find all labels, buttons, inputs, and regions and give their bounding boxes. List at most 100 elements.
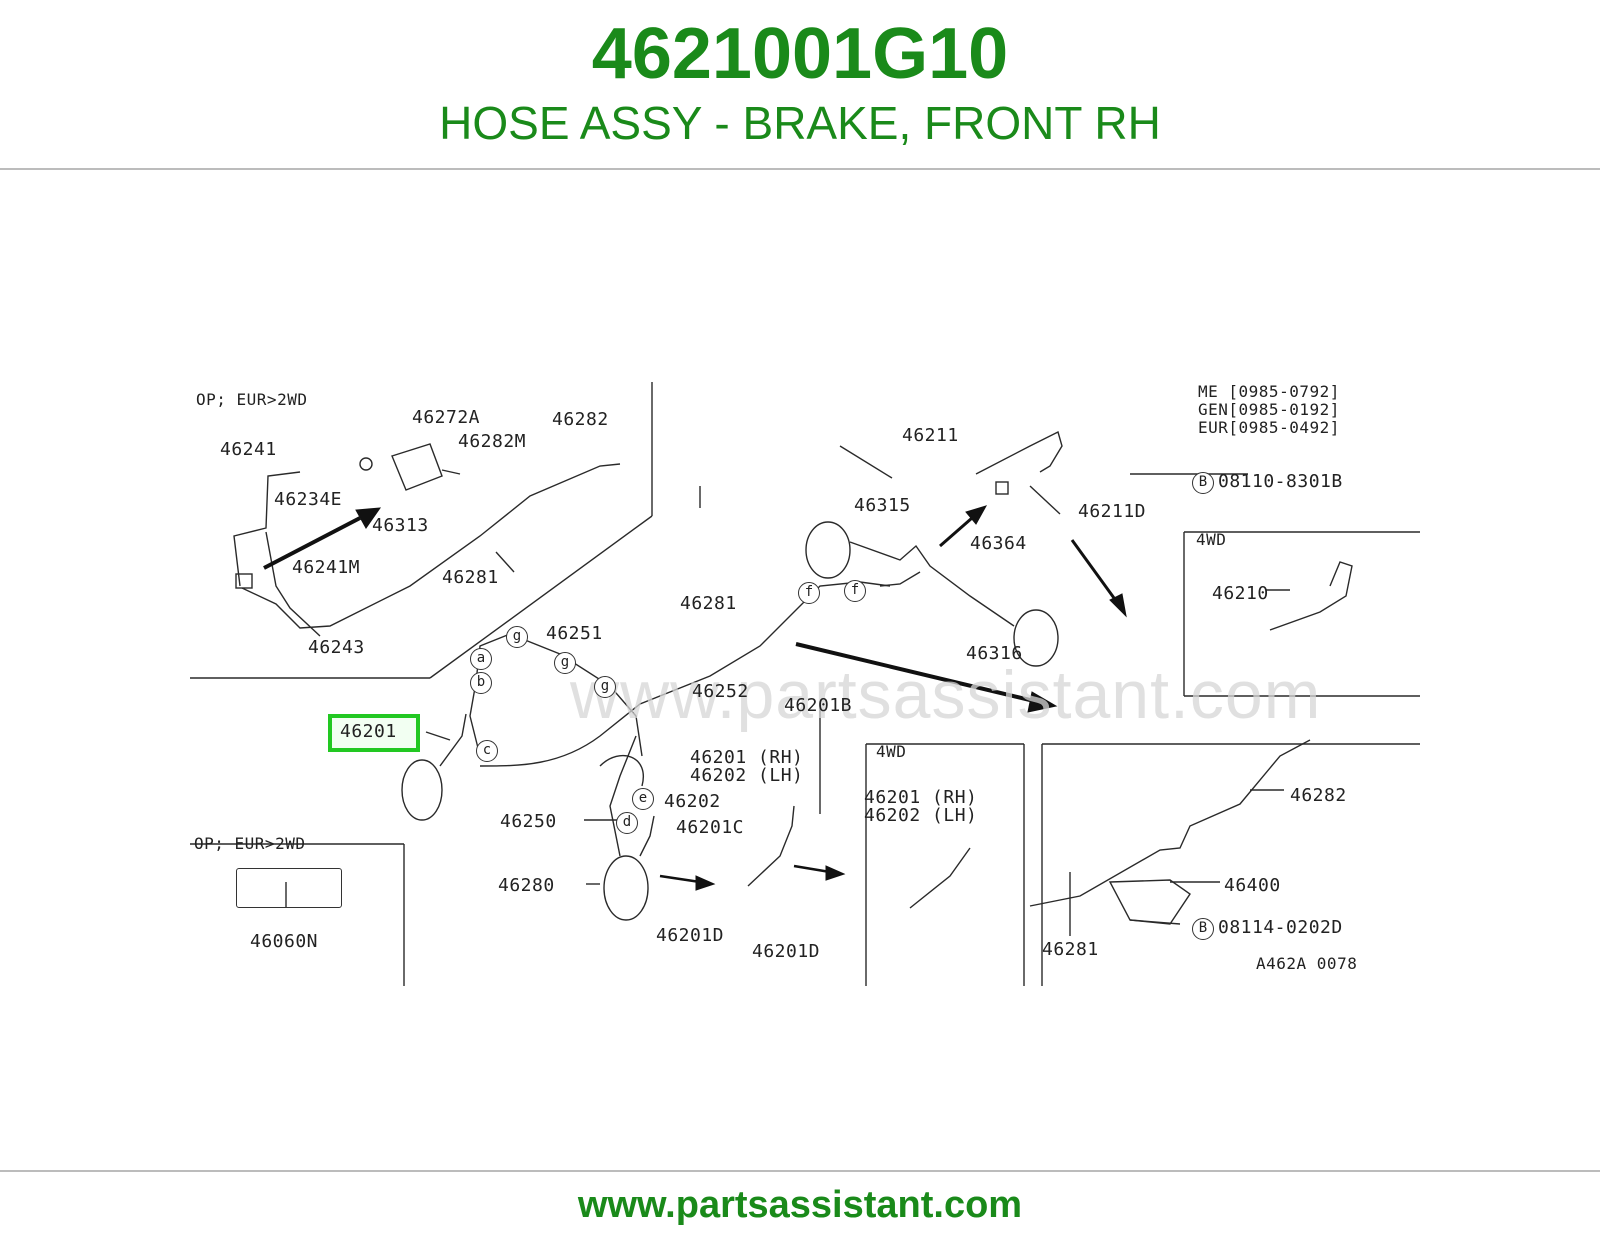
part-label: 46400 <box>1224 875 1281 896</box>
arrow-line <box>939 516 973 548</box>
leader-line <box>839 445 893 479</box>
part-label: 46250 <box>500 811 557 832</box>
brake-hose <box>747 805 795 887</box>
header-divider <box>0 168 1600 170</box>
part-label: 46201D <box>752 941 821 962</box>
brake-caliper <box>401 759 443 821</box>
part-label: 46060N <box>250 931 319 952</box>
inset-title: 4WD <box>1196 530 1227 549</box>
bolt-part <box>441 469 461 475</box>
arrow-line <box>795 642 1031 702</box>
clip-part <box>995 481 1009 495</box>
brake-tube <box>849 541 1015 627</box>
brake-caliper <box>603 855 649 921</box>
brake-hose <box>439 713 467 767</box>
fitting-part <box>235 573 253 589</box>
footer-website-link[interactable]: www.partsassistant.com <box>577 1184 1023 1226</box>
arrow-marks <box>263 505 1127 891</box>
part-label: 46202 (LH) <box>690 765 804 786</box>
bracket-part <box>391 443 443 491</box>
part-label: 46241M <box>292 557 361 578</box>
brake-tube <box>479 581 891 767</box>
circle-letter-marker: B <box>1192 472 1214 494</box>
part-label: 46201B <box>784 695 853 716</box>
brake-tube <box>879 571 921 587</box>
part-label: 46315 <box>854 495 911 516</box>
footer-divider <box>0 1170 1600 1172</box>
part-description: HOSE ASSY - BRAKE, FRONT RH <box>439 97 1161 149</box>
arrow-head <box>1109 593 1127 618</box>
part-label: 46281 <box>680 593 737 614</box>
arrow-head <box>825 865 846 881</box>
part-label: 46201 (RH) <box>690 747 804 768</box>
leader-line <box>495 551 515 573</box>
part-label: 46201C <box>676 817 745 838</box>
circle-letter-marker: g <box>594 676 616 698</box>
part-label: 46281 <box>442 567 499 588</box>
part-label: 46316 <box>966 643 1023 664</box>
part-label: 46272A <box>412 407 481 428</box>
part-label: 46282M <box>458 431 527 452</box>
circle-letter-marker: f <box>798 582 820 604</box>
part-label: 46202 (LH) <box>864 805 978 826</box>
booster-part <box>1013 609 1059 667</box>
part-label: 46210 <box>1212 583 1269 604</box>
part-label: 46313 <box>372 515 429 536</box>
arrow-line <box>1070 539 1116 599</box>
diagram-drawing <box>190 382 1420 986</box>
part-label: 46252 <box>692 681 749 702</box>
part-label: 46282 <box>1290 785 1347 806</box>
arrow-head <box>965 505 988 525</box>
diagram-code: A462A 0078 <box>1256 954 1358 973</box>
leader-line <box>425 731 451 741</box>
brake-hose <box>639 815 655 857</box>
proportioning-valve <box>1108 879 1191 925</box>
date-range: ME [0985-0792] <box>1198 382 1340 401</box>
part-label: 46234E <box>274 489 343 510</box>
brake-tube <box>233 471 301 587</box>
circle-letter-marker: g <box>554 652 576 674</box>
brake-hose <box>1269 561 1353 631</box>
part-number-title: 4621001G10 <box>591 14 1009 94</box>
date-range: EUR[0985-0492] <box>1198 418 1340 437</box>
part-label: 08114-0202D <box>1218 917 1343 938</box>
part-label: 46251 <box>546 623 603 644</box>
highlighted-part-callout[interactable]: 46201 <box>328 714 420 752</box>
part-label: 46211D <box>1078 501 1147 522</box>
circle-letter-marker: e <box>632 788 654 810</box>
arrow-line <box>263 516 361 570</box>
nut-part <box>359 457 373 471</box>
arrow-head <box>1027 691 1058 713</box>
inset-title: 4WD <box>876 742 907 761</box>
part-label: 46201D <box>656 925 725 946</box>
circle-letter-marker: d <box>616 812 638 834</box>
brake-tube <box>1029 739 1311 907</box>
brake-hose <box>975 430 1063 475</box>
part-label: 46364 <box>970 533 1027 554</box>
arrow-line <box>659 874 701 884</box>
brake-tube <box>241 463 621 629</box>
part-label: 46243 <box>308 637 365 658</box>
arrow-head <box>695 875 716 891</box>
date-range: GEN[0985-0192] <box>1198 400 1340 419</box>
part-label: 46280 <box>498 875 555 896</box>
circle-letter-marker: f <box>844 580 866 602</box>
circle-letter-marker: c <box>476 740 498 762</box>
leader-line <box>1129 919 1181 925</box>
arrow-head <box>355 507 382 529</box>
master-unit <box>599 755 645 787</box>
inset-title: OP; EUR>2WD <box>194 834 306 853</box>
part-label: 46211 <box>902 425 959 446</box>
booster-part <box>805 521 851 579</box>
inset-border <box>429 515 653 679</box>
circle-letter-marker: g <box>506 626 528 648</box>
watermark-text: www.partsassistant.com <box>570 657 1322 733</box>
label-plate-icon <box>236 868 342 908</box>
highlighted-part-label: 46201 <box>340 721 397 742</box>
arrow-line <box>793 864 831 874</box>
circle-letter-marker: b <box>470 672 492 694</box>
inset-title: OP; EUR>2WD <box>196 390 308 409</box>
part-label: 46202 <box>664 791 721 812</box>
part-label: 08110-8301B <box>1218 471 1343 492</box>
part-label: 46281 <box>1042 939 1099 960</box>
